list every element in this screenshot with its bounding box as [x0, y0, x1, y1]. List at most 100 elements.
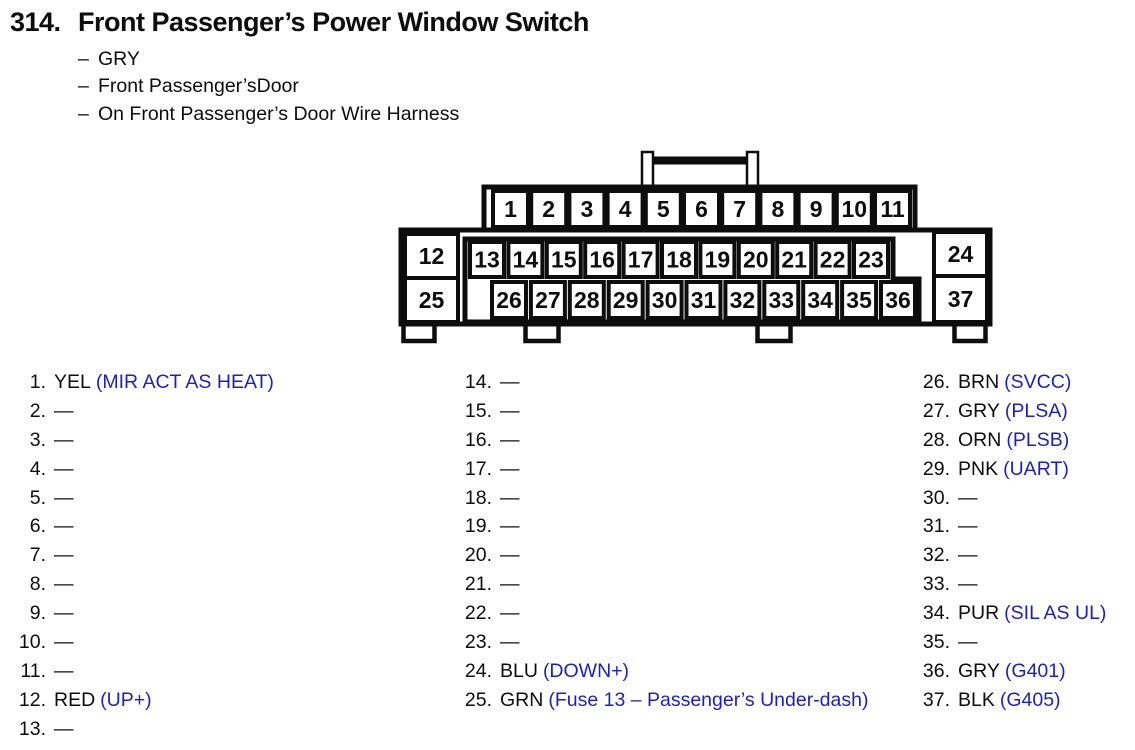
pin-row-10: 10. — — [8, 628, 274, 657]
pin-wire-color: RED — [54, 688, 96, 711]
pin-number: 1. — [29, 371, 46, 393]
connector-pin-20: 20 — [736, 240, 775, 279]
connector-pin-7: 7 — [720, 189, 760, 229]
svg-text:14: 14 — [513, 247, 539, 273]
pin-note: (UART) — [1003, 457, 1069, 480]
pin-number: 10. — [18, 631, 46, 654]
pin-row-6: 6.— — [8, 512, 274, 541]
pin-wire-color: PNK — [958, 457, 999, 480]
connector-pin-30: 30 — [645, 280, 684, 320]
pin-row-27: 27.GRY(PLSA) — [912, 397, 1106, 426]
svg-text:13: 13 — [474, 247, 500, 273]
dash: – — [78, 48, 89, 70]
connector-pin-32: 32 — [723, 280, 762, 320]
latch-post-left — [640, 150, 655, 191]
pin-note: (MIR ACT AS HEAT) — [95, 371, 274, 393]
pin-note: (SVCC) — [1004, 371, 1072, 393]
pin-number: 14. — [464, 371, 492, 393]
pin-number: 34. — [922, 602, 950, 625]
connector-pin-25: 25 — [403, 276, 460, 324]
pin-row-33: 33.— — [912, 570, 1106, 599]
pin-row-36: 36.GRY(G401) — [912, 657, 1106, 686]
pin-row-14: 14.— — [454, 368, 868, 397]
pin-wire-color: — — [958, 573, 978, 596]
pin-row-30: 30.— — [912, 484, 1106, 513]
pin-row-23: 23.— — [454, 628, 868, 657]
connector-pin-11: 11 — [873, 189, 912, 229]
pin-wire-color: — — [54, 544, 74, 567]
pin-wire-color: — — [54, 659, 74, 682]
pin-list-column-2: 14.—15.—16.—17.—18.—19.—20.—21.—22.—23.—… — [454, 368, 869, 715]
pin-wire-color: ORN — [958, 428, 1002, 451]
pin-row-4: 4.— — [8, 455, 274, 484]
attribute-line: –Front Passenger’sDoor — [78, 73, 459, 100]
pin-number: 26. — [922, 371, 950, 393]
svg-text:25: 25 — [419, 287, 445, 313]
connector-pin-26: 26 — [490, 280, 528, 320]
svg-text:31: 31 — [691, 287, 717, 313]
connector-pin-37: 37 — [932, 274, 989, 324]
pin-note: (G401) — [1004, 659, 1066, 682]
pin-wire-color: — — [958, 631, 978, 654]
pin-number: 18. — [464, 486, 492, 509]
pin-wire-color: — — [54, 602, 74, 625]
connector-pin-28: 28 — [567, 280, 606, 320]
pin-number: 2. — [29, 399, 46, 422]
pin-note: (PLSB) — [1006, 428, 1070, 451]
latch-bar — [647, 156, 749, 165]
pin-wire-color: — — [54, 457, 74, 480]
pin-number: 27. — [922, 399, 950, 422]
pin-wire-color: — — [958, 544, 978, 567]
pin-note: (SIL AS UL) — [1004, 602, 1107, 625]
pin-number: 16. — [464, 428, 492, 451]
connector-pin-1: 1 — [491, 189, 530, 229]
svg-text:33: 33 — [769, 287, 795, 313]
pin-row-7: 7. — — [8, 541, 274, 570]
dash: – — [78, 102, 89, 125]
svg-text:36: 36 — [885, 287, 911, 313]
attribute-harness: On Front Passenger’s Door Wire Harness — [98, 102, 460, 125]
pin-row-19: 19.— — [454, 512, 868, 541]
connector-pin-13: 13 — [468, 240, 506, 279]
pin-row-31: 31.— — [912, 512, 1106, 541]
svg-text:16: 16 — [589, 247, 615, 273]
svg-text:28: 28 — [574, 287, 600, 313]
dash: – — [78, 75, 89, 98]
connector-pin-34: 34 — [801, 280, 840, 320]
svg-text:26: 26 — [496, 287, 522, 313]
pin-number: 7. — [29, 544, 46, 567]
pin-number: 19. — [464, 515, 492, 538]
pin-row-20: 20.— — [454, 541, 868, 570]
pin-wire-color: — — [500, 428, 520, 451]
pin-wire-color: — — [54, 428, 74, 451]
pin-wire-color: — — [54, 631, 74, 654]
connector-pin-29: 29 — [606, 280, 645, 320]
pin-wire-color: — — [500, 399, 520, 422]
pin-number: 8. — [29, 573, 46, 596]
pin-row-1: 1.YEL(MIR ACT AS HEAT) — [8, 368, 274, 397]
attribute-color: GRY — [98, 48, 140, 70]
connector-pin-9: 9 — [796, 189, 836, 229]
svg-text:11: 11 — [880, 196, 905, 222]
pin-row-11: 11.— — [8, 657, 274, 686]
svg-text:2: 2 — [542, 196, 555, 222]
connector-pin-15: 15 — [544, 240, 583, 279]
pin-number: 3. — [29, 428, 46, 451]
pin-number: 22. — [464, 602, 492, 625]
pin-wire-color: — — [54, 486, 74, 509]
pin-wire-color: PUR — [958, 602, 1000, 625]
connector-pin-31: 31 — [684, 280, 723, 320]
connector-pin-19: 19 — [698, 240, 737, 279]
pin-row-2: 2.— — [8, 397, 274, 426]
svg-text:18: 18 — [666, 247, 692, 273]
connector-pin-5: 5 — [643, 189, 683, 229]
connector-pin-18: 18 — [660, 240, 698, 279]
connector-pin-2: 2 — [529, 189, 569, 229]
page-title: Front Passenger’s Power Window Switch — [78, 7, 589, 37]
pin-number: 20. — [464, 544, 492, 567]
pin-wire-color: — — [500, 631, 520, 654]
svg-text:5: 5 — [657, 196, 670, 222]
pin-row-29: 29.PNK(UART) — [912, 455, 1106, 484]
pin-number: 28. — [922, 428, 950, 451]
